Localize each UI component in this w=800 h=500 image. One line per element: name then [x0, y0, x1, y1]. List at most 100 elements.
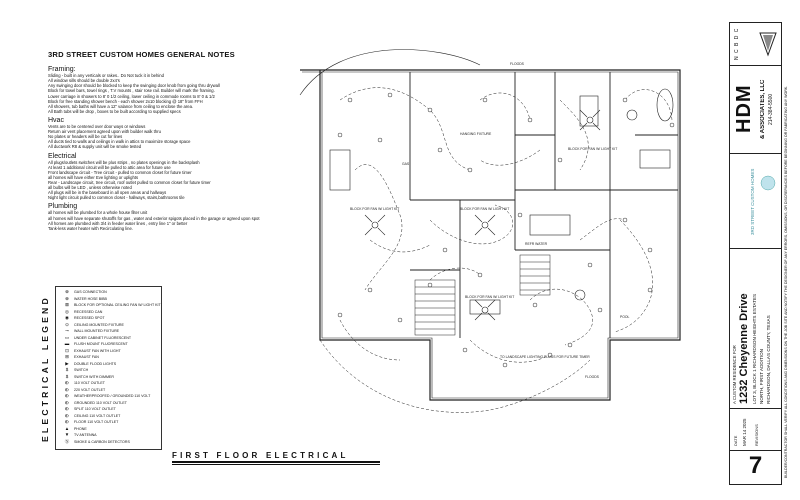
ncbdc-logo [759, 32, 777, 57]
legend-label: DOUBLE FLOOD LIGHTS [74, 361, 117, 366]
project-cell: A CUSTOM RESIDENCE FOR 1232 Cheyenne Dri… [730, 248, 781, 409]
client-logo-cell: 3RD STREET CUSTOM HOMES [730, 153, 781, 249]
legend-item: ⦶ 220 VOLT OUTLET [60, 386, 106, 392]
legend-symbol-icon: ⊗ [65, 289, 69, 294]
notes-line: Vents are to be centered over door ways … [48, 124, 146, 130]
legend-label: WEATHERPROOFED / GROUNDED 110 VOLT [74, 394, 151, 398]
plan-title-underline [172, 461, 380, 463]
legend-label: RECESSED SPOT [74, 316, 105, 320]
legend-label: BLOCK FOR OPTIONAL CEILING FAN W/ LIGHT … [74, 303, 161, 307]
notes-line: No plates or headers will be cut for lin… [48, 134, 123, 140]
pool-label: POOL [620, 315, 630, 319]
floor-plan-drawing: BLOCK FOR FAN W/ LIGHT KIT BLOCK FOR FAN… [299, 49, 681, 413]
legend-label: SPLIT 110 VOLT OUTLET [74, 407, 116, 411]
notes-line: all homes will be plumbed for a whole ho… [48, 210, 148, 216]
date-label: DATE [733, 435, 738, 446]
title-block: N C B D C HDM & ASSOCIATES, LLC 214-384-… [729, 22, 782, 485]
legend-symbol-icon: ⦶ [65, 412, 69, 418]
legend-symbol-icon: ⦶ [65, 406, 69, 411]
legend-symbol-icon: ⦶ [65, 399, 69, 405]
legend-item: ⊞EXHAUST FAN [60, 354, 99, 359]
notes-section-heading: Electrical [48, 152, 77, 160]
fan-label: BLOCK FOR FAN W/ LIGHT KIT [465, 295, 514, 299]
legend-symbol-icon: ⦶ [65, 380, 69, 385]
legend-symbol-icon: $ [65, 373, 69, 379]
legend-label: CEILING MOUNTED FIXTURE [74, 322, 124, 327]
notes-title: 3RD STREET CUSTOM HOMES GENERAL NOTES [48, 50, 235, 59]
fan-label: BLOCK FOR FAN W/ LIGHT KIT [350, 207, 399, 211]
legend-title: ELECTRICAL LEGEND [40, 295, 50, 443]
legend-label: GROUNDED 110 VOLT OUTLET [74, 400, 127, 405]
legend-label: EXHAUST FAN [74, 355, 99, 359]
plan-title: FIRST FLOOR ELECTRICAL [172, 451, 349, 460]
legend-label: SWITCH WITH DIMMER [74, 374, 114, 379]
legal-line-1: LOT 3, BLOCK 1 RICHARDSON HEIGHTS ESTATE… [752, 293, 757, 404]
legend-symbol-icon: ⦶ [65, 393, 69, 398]
legend-item: ▲ PHONE [60, 425, 87, 431]
date-cell: DATE MAR 14 2025 REVISIONS [730, 408, 781, 451]
legend-label: PHONE [74, 426, 87, 431]
fixture-label: HANGING FIXTURE [460, 132, 492, 136]
notes-section-heading: Hvac [48, 116, 64, 124]
legend-label: UNDER CABINET FLUORESCENT [74, 335, 132, 340]
company-sub: & ASSOCIATES, LLC [760, 79, 766, 139]
revisions-label: REVISIONS [754, 424, 759, 446]
notes-line: all bulbs will be LED , unless otherwise… [48, 185, 132, 191]
legend-label: FLOOR 110 VOLT OUTLET [74, 420, 119, 424]
legend-symbol-icon: ⊕ [65, 295, 69, 301]
notes-sections: Framing:Sliding - built in any verticals… [48, 66, 288, 231]
legend-symbol-icon: ▶ [65, 360, 69, 366]
legend-item: ▶ DOUBLE FLOOD LIGHTS [60, 360, 117, 366]
legend-item: ⦶ GROUNDED 110 VOLT OUTLET [60, 399, 127, 405]
legend-label: EXHAUST FAN WITH LIGHT [74, 348, 121, 353]
plan-title-underline-thin [172, 464, 380, 465]
notes-line: all homes will have either Eve lighting … [48, 174, 139, 180]
legend-symbol-icon: ⊠ [65, 302, 69, 307]
landscape-label: TO LANDSCAPE LIGHTING PLUGS FOR FUTURE T… [500, 355, 590, 359]
legend-item: ▼TV ANTENNA [60, 432, 97, 437]
legend-item: ▬FLUSH MOUNT FLUORESCENT [60, 341, 128, 346]
legend-item: ⦶ FLOOR 110 VOLT OUTLET [60, 419, 119, 424]
legend-label: SMOKE & CARBON DETECTORS [74, 439, 130, 444]
notes-line: All ducts tied to walls and ceilings in … [48, 139, 191, 145]
fan-label: BLOCK FOR FAN W/ LIGHT KIT [568, 147, 617, 151]
legend-label: FLUSH MOUNT FLUORESCENT [74, 342, 128, 346]
company-name: HDM [733, 84, 755, 134]
legend-item: ▭UNDER CABINET FLUORESCENT [60, 335, 132, 340]
legend-item: ◉ RECESSED SPOT [60, 315, 105, 320]
legend-item: $ SWITCH WITH DIMMER [60, 373, 114, 379]
legend-symbol-icon: ◉ [65, 315, 69, 320]
legend-item: ⦶ WEATHERPROOFED / GROUNDED 110 VOLT [60, 393, 151, 398]
legend-label: 220 VOLT OUTLET [74, 387, 106, 392]
legend-item: $SWITCH [60, 367, 88, 372]
notes-line: Lower carriage in showers to 8' 0 1/2 ce… [48, 93, 215, 99]
notes-line: Any swinging door should be blocked to k… [48, 83, 220, 89]
legend-symbol-icon: ◎ [65, 308, 69, 314]
legal-line-2: NORTH, FIRST ADDITION [759, 349, 764, 404]
sheet-number-cell: 7 [730, 450, 781, 484]
gas-label: GAS [402, 162, 410, 166]
notes-line: all homes will have separate shutoffs fo… [48, 215, 260, 221]
notes-line: All plugs/outlets switches will be plus … [48, 159, 200, 165]
legend-symbol-icon: ⦶ [65, 419, 69, 424]
legend-item: ⊡EXHAUST FAN WITH LIGHT [60, 348, 121, 353]
legend-label: TV ANTENNA [74, 433, 97, 437]
general-notes: 3RD STREET CUSTOM HOMES GENERAL NOTES Fr… [48, 50, 288, 231]
legend-item: ⊙ CEILING MOUNTED FIXTURE [60, 321, 124, 327]
legend-label: WATER HOSE BIBB [74, 296, 107, 301]
notes-line: All Bath tubs will be drop , boxes to be… [48, 108, 181, 114]
client-logo-text: 3RD STREET CUSTOM HOMES [750, 168, 755, 236]
legend-item: ⊠ BLOCK FOR OPTIONAL CEILING FAN W/ LIGHT… [60, 302, 161, 307]
legend-item: ⊗GAS CONNECTION [60, 289, 107, 294]
notes-line: At least 1 additional circuit will be pu… [48, 164, 171, 170]
legend-symbol-icon: $ [65, 367, 69, 372]
legend-symbol-icon: ⊙ [65, 321, 69, 327]
legend-label: 110 VOLT OUTLET [74, 381, 105, 385]
legend-symbol-icon: ⦶ [65, 386, 69, 392]
notes-line: Return air vent placement agreed upon wi… [48, 129, 161, 135]
legend-item: ◎RECESSED CAN [60, 308, 102, 314]
legend-symbol-icon: ▲ [64, 425, 70, 431]
legend-symbol-icon: ⊸ [65, 328, 69, 333]
